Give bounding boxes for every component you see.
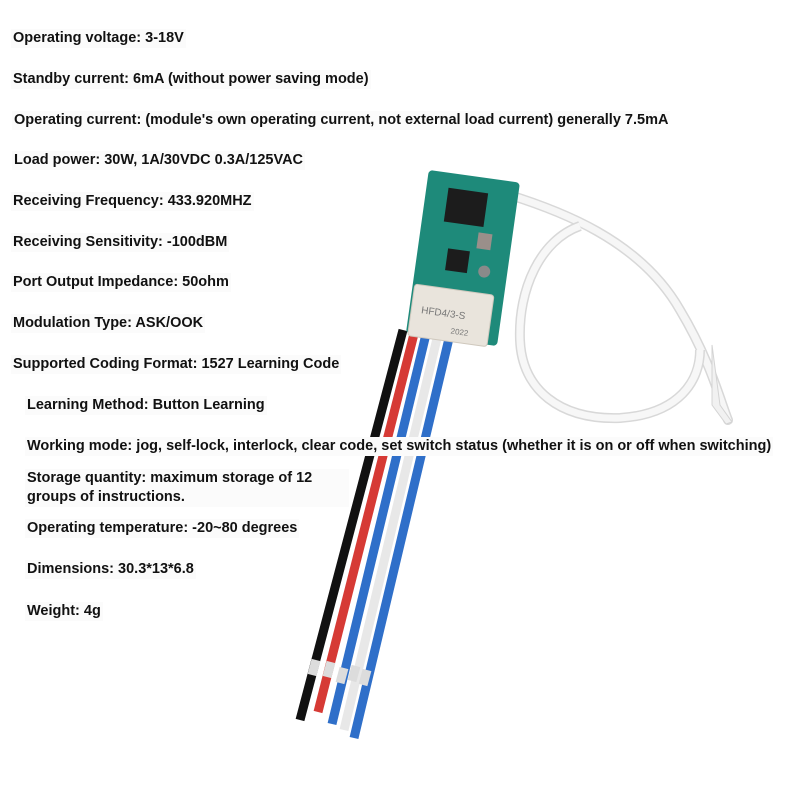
- spec-line: Receiving Frequency: 433.920MHZ: [11, 192, 254, 211]
- spec-line: Operating current: (module's own operati…: [12, 111, 671, 130]
- spec-line: Load power: 30W, 1A/30VDC 0.3A/125VAC: [12, 151, 306, 170]
- spec-line: Receiving Sensitivity: -100dBM: [11, 233, 230, 252]
- spec-line: Working mode: jog, self-lock, interlock,…: [25, 437, 774, 456]
- spec-line: Operating voltage: 3-18V: [11, 29, 186, 48]
- spec-line: Dimensions: 30.3*13*6.8: [25, 560, 196, 579]
- antenna-wire: [495, 187, 733, 425]
- lead-wires: [295, 328, 456, 740]
- spec-line: Modulation Type: ASK/OOK: [11, 314, 206, 333]
- svg-text:2022: 2022: [450, 327, 469, 338]
- spec-line: Learning Method: Button Learning: [25, 396, 267, 415]
- spec-line: Supported Coding Format: 1527 Learning C…: [11, 355, 342, 374]
- spec-line: Operating temperature: -20~80 degrees: [25, 519, 300, 538]
- spec-line: Weight: 4g: [25, 602, 103, 621]
- spec-line: Storage quantity: maximum storage of 12 …: [25, 469, 349, 507]
- spec-line: Port Output Impedance: 50ohm: [11, 273, 231, 292]
- pcb-board: HFD4/3-S 2022: [406, 170, 520, 347]
- spec-line: Standby current: 6mA (without power savi…: [11, 70, 371, 89]
